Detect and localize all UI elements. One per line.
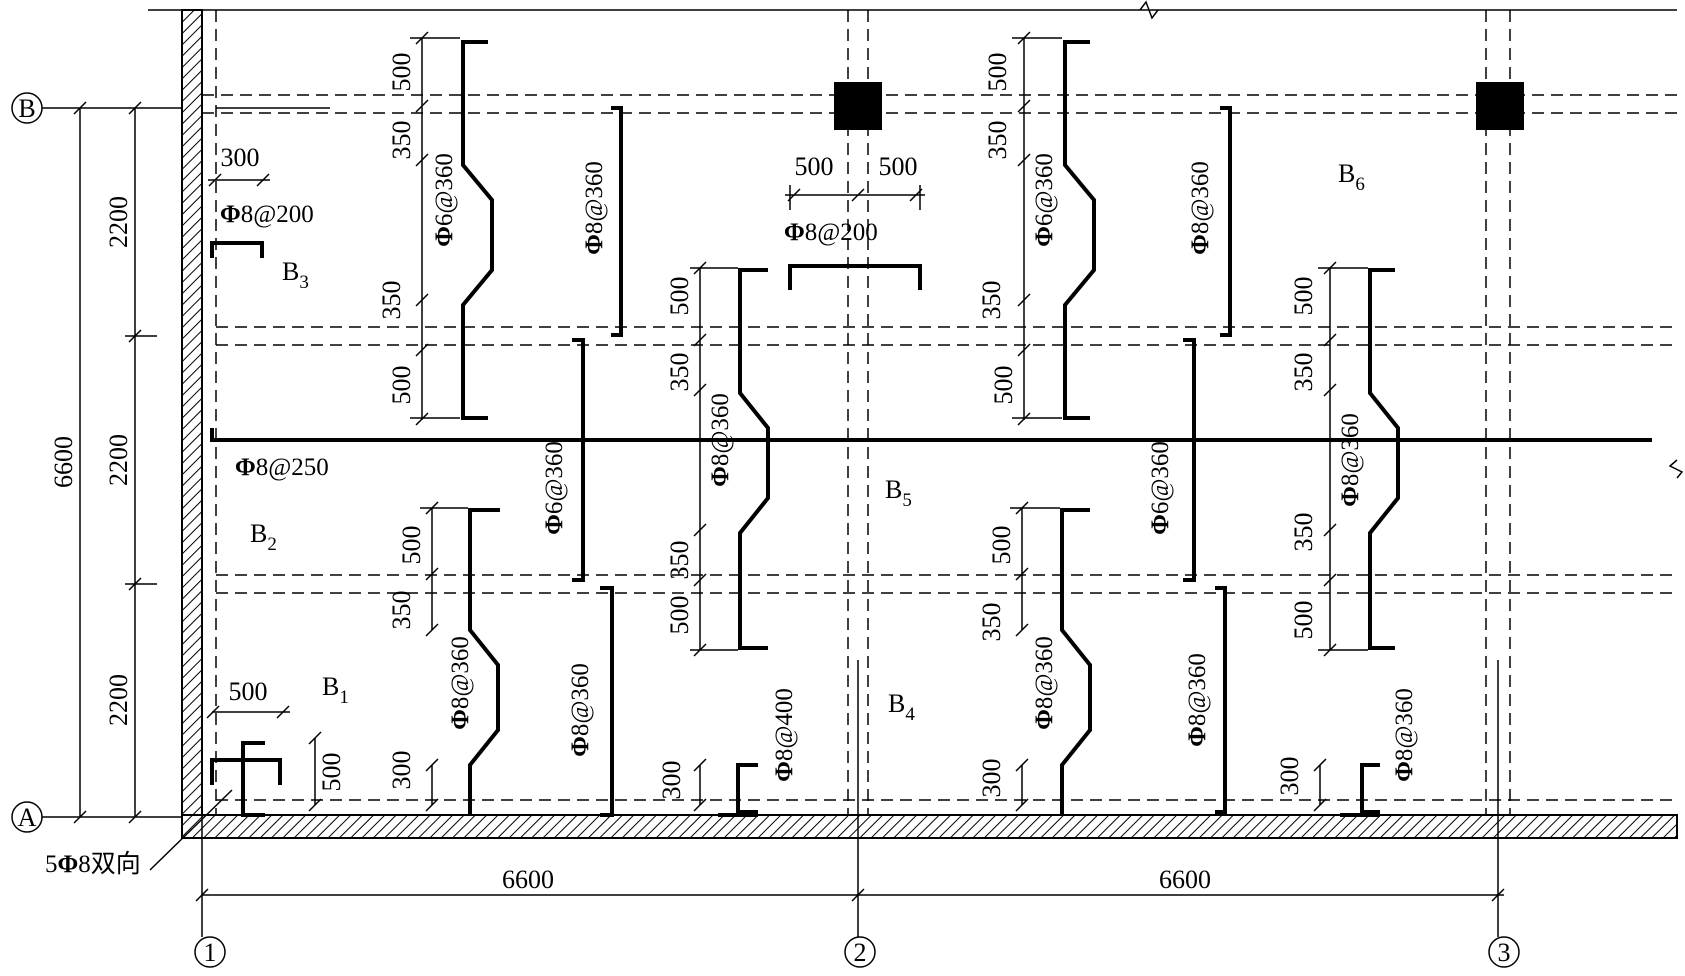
slab-b4-label: B4 (888, 689, 915, 725)
svg-text:500: 500 (1289, 277, 1318, 316)
axis-3-label: 3 (1498, 938, 1511, 967)
dim-2200-top: 2200 (104, 196, 133, 248)
dim-500-col2-right: 500 (879, 152, 918, 181)
svg-text:500: 500 (983, 53, 1012, 92)
rebar-labels: Φ6@360 Φ8@360 Φ6@360 Φ8@360 Φ8@360 Φ8@36… (431, 153, 1418, 782)
slab-b2-label: B2 (250, 519, 277, 555)
svg-text:Φ8@360: Φ8@360 (581, 161, 608, 255)
slab-b6-label: B6 (1338, 159, 1365, 195)
svg-text:500: 500 (665, 596, 694, 635)
svg-text:300: 300 (977, 759, 1006, 798)
axis-b-bubble (11, 92, 43, 124)
svg-text:Φ6@360: Φ6@360 (431, 153, 458, 247)
left-wall (181, 9, 203, 839)
svg-text:Φ6@360: Φ6@360 (1031, 153, 1058, 247)
svg-text:300: 300 (657, 761, 686, 800)
slab-b1-label: B1 (322, 672, 349, 708)
bottom-wall (181, 814, 1678, 839)
dim-300-b3: 300 (221, 143, 260, 172)
svg-text:300: 300 (387, 751, 416, 790)
axis-2-bubble (844, 936, 876, 968)
svg-text:500: 500 (989, 366, 1018, 405)
svg-text:350: 350 (1289, 353, 1318, 392)
svg-text:500: 500 (987, 526, 1016, 565)
svg-text:Φ8@360: Φ8@360 (1187, 161, 1214, 255)
svg-text:Φ8@360: Φ8@360 (567, 663, 594, 757)
svg-text:Φ6@360: Φ6@360 (1147, 441, 1174, 535)
svg-text:Φ8@400: Φ8@400 (771, 688, 798, 782)
dim-500-col2-left: 500 (795, 152, 834, 181)
svg-text:350: 350 (387, 121, 416, 160)
svg-text:Φ6@360: Φ6@360 (541, 441, 568, 535)
svg-text:350: 350 (377, 281, 406, 320)
column-b3 (1476, 82, 1524, 130)
axis-a-bubble (11, 801, 43, 833)
svg-text:350: 350 (665, 541, 694, 580)
walls (148, 0, 1684, 839)
svg-text:Φ8@360: Φ8@360 (1031, 636, 1058, 730)
dim-2200-bottom: 2200 (104, 674, 133, 726)
svg-text:Φ8@360: Φ8@360 (1337, 413, 1364, 507)
slab-b5-label: B5 (885, 475, 912, 511)
svg-text:500: 500 (387, 53, 416, 92)
top-bar-col2 (788, 264, 922, 290)
svg-text:500: 500 (397, 526, 426, 565)
svg-text:500: 500 (665, 277, 694, 316)
slab-b3-label: B3 (282, 257, 309, 293)
axis-3-bubble (1488, 936, 1520, 968)
dim-500-b1-horizontal: 500 (229, 677, 268, 706)
corner-bar-b3 (210, 241, 264, 258)
corner-bar-b1 (210, 741, 282, 817)
axis-a-label: A (18, 803, 37, 832)
dim-6600-bottom-left: 6600 (502, 865, 554, 894)
svg-text:350: 350 (387, 591, 416, 630)
beam-lines (202, 10, 1677, 815)
svg-text:300: 300 (1275, 757, 1304, 796)
break-mark-right (1668, 459, 1684, 479)
rebar-label-phi8-200-mid: Φ8@200 (784, 219, 878, 246)
rebar-label-phi8-200-left: Φ8@200 (220, 201, 314, 228)
svg-text:350: 350 (665, 353, 694, 392)
column-b2 (834, 82, 882, 130)
continuous-bar (210, 428, 1652, 442)
svg-text:350: 350 (977, 603, 1006, 642)
slab-labels: B1 B2 B3 B4 B5 B6 (250, 159, 1365, 725)
axis-b-label: B (18, 94, 35, 123)
svg-text:500: 500 (1289, 601, 1318, 640)
svg-text:350: 350 (977, 281, 1006, 320)
corner-rebar-label: 5Φ8双向 (45, 850, 141, 878)
svg-text:Φ8@360: Φ8@360 (1391, 688, 1418, 782)
dim-6600-vertical: 6600 (49, 436, 78, 488)
dim-2200-mid: 2200 (104, 434, 133, 486)
rebar-label-phi8-250: Φ8@250 (235, 454, 329, 481)
svg-text:500: 500 (387, 366, 416, 405)
dim-500-b1-vertical: 500 (317, 753, 346, 792)
axis-bubbles: B A 1 2 3 (11, 92, 1520, 968)
overall-dimensions (73, 101, 1505, 902)
local-dimension-text: 500 350 350 500 500 350 350 500 500 350 … (377, 53, 1318, 800)
axis-2-label: 2 (854, 938, 867, 967)
svg-text:350: 350 (1289, 513, 1318, 552)
local-dimension-lines (410, 31, 1368, 812)
axis-1-bubble (194, 936, 226, 968)
svg-text:Φ8@360: Φ8@360 (1184, 653, 1211, 747)
dim-6600-bottom-right: 6600 (1159, 865, 1211, 894)
svg-text:Φ8@360: Φ8@360 (447, 636, 474, 730)
svg-text:350: 350 (983, 121, 1012, 160)
break-mark-top (1139, 0, 1159, 20)
axis-1-label: 1 (204, 938, 217, 967)
bay1-bars (461, 40, 770, 817)
bay2-bars (1060, 40, 1400, 817)
svg-text:Φ8@360: Φ8@360 (707, 393, 734, 487)
